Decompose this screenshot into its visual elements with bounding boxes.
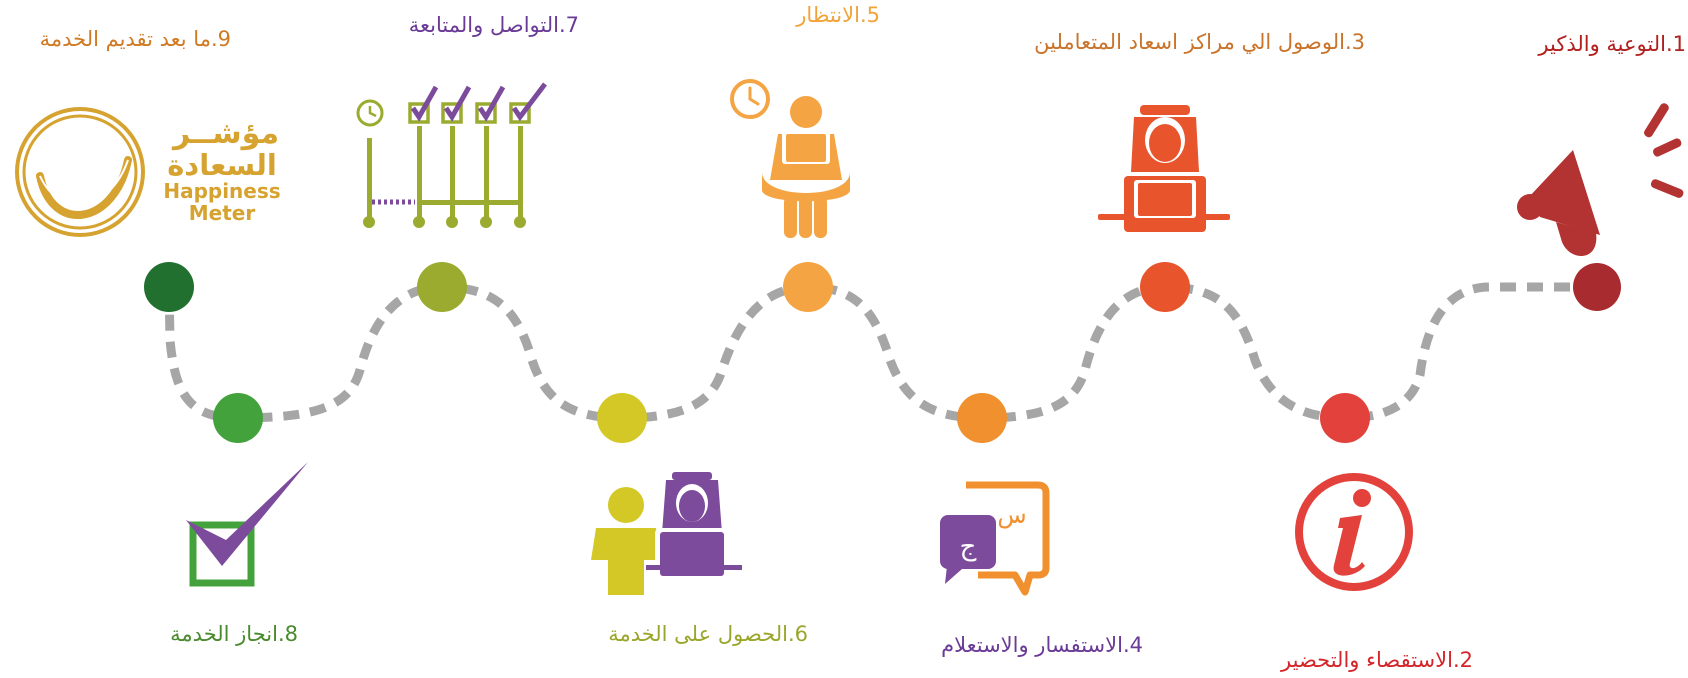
step-8-label: 8.انجاز الخدمة: [170, 622, 298, 646]
journey-node-6: [597, 393, 647, 443]
waiting-person-icon: [730, 79, 850, 238]
journey-node-1: [1573, 263, 1621, 311]
step-9-label: 9.ما بعد تقديم الخدمة: [39, 27, 231, 51]
journey-node-4: [957, 393, 1007, 443]
journey-path: [164, 282, 1597, 423]
step-3-label: 3.الوصول الي مراكز اسعاد المتعاملين: [1034, 30, 1365, 54]
journey-node-5: [783, 262, 833, 312]
logo-english-line1: Happiness: [163, 179, 280, 203]
customer-service-person-icon: [1098, 105, 1230, 234]
journey-node-2: [1320, 393, 1370, 443]
step-4-label: 4.الاستفسار والاستعلام: [941, 633, 1143, 657]
step-1-label: 1.التوعية والذكير: [1538, 32, 1686, 56]
journey-node-3: [1140, 262, 1190, 312]
service-desk-icon: [591, 472, 742, 595]
megaphone-icon: [1517, 103, 1684, 257]
step-5-label: 5.الانتظار: [796, 3, 880, 27]
happiness-meter-icon: مؤشــر السعادة Happiness Meter: [15, 107, 281, 237]
step-2-label: 2.الاستقصاء والتحضير: [1281, 648, 1473, 672]
journey-node-9: [144, 262, 194, 312]
logo-arabic-line2: السعادة: [167, 148, 277, 182]
logo-english-line2: Meter: [189, 201, 256, 225]
checkbox-tick-icon: [186, 462, 308, 587]
answer-glyph: ج: [960, 532, 977, 562]
info-icon: [1295, 473, 1413, 591]
question-glyph: س: [997, 501, 1026, 529]
journey-node-8: [213, 393, 263, 443]
journey-node-7: [417, 262, 467, 312]
step-7-label: 7.التواصل والمتابعة: [408, 13, 579, 37]
logo-arabic-line1: مؤشــر: [171, 116, 279, 151]
chat-bubbles-icon: س ج: [940, 481, 1050, 596]
step-6-label: 6.الحصول على الخدمة: [608, 622, 808, 646]
follow-up-checklist-icon: [356, 82, 547, 228]
